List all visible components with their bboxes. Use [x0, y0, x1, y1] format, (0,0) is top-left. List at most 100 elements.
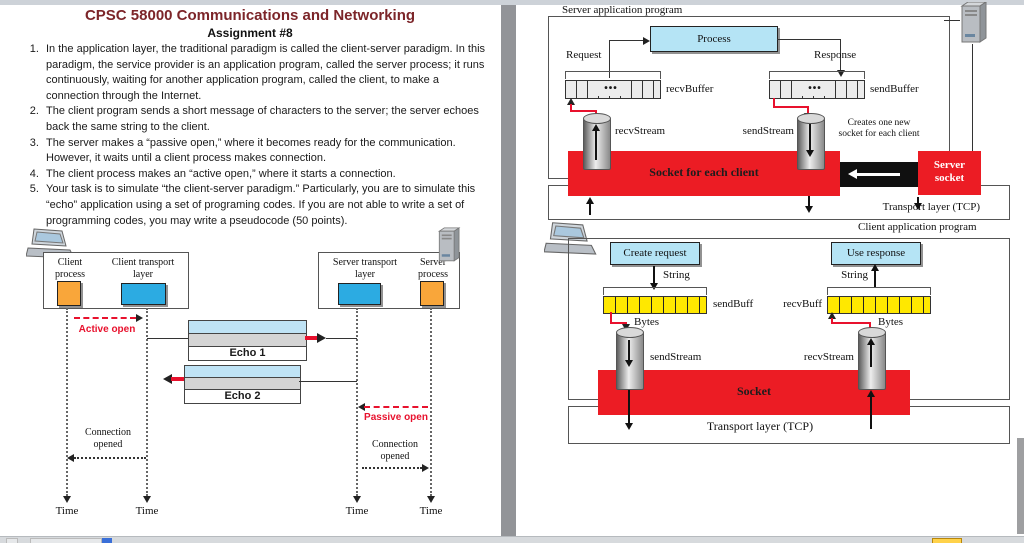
taskbar-highlight-button[interactable]	[932, 538, 962, 543]
socket-down-arrow-shaft	[808, 196, 810, 207]
sendbuff-bracket	[603, 287, 707, 295]
response-arrowhead	[837, 70, 845, 77]
recvstream-label: recvStream	[615, 125, 666, 137]
recvstream-cylinder-top	[858, 327, 886, 338]
bytes-label: Bytes	[634, 316, 660, 328]
server-socket-down-arrowhead	[914, 203, 922, 210]
socket-label: Socket	[737, 384, 771, 398]
echo1-arrowhead	[317, 333, 326, 343]
process-box: Process	[650, 26, 778, 52]
socket-for-each-client-label: Socket for each client	[649, 165, 759, 179]
top-strip	[0, 0, 1024, 5]
time-label: Time	[345, 505, 369, 517]
recvbuff-bracket	[827, 287, 931, 295]
send-red-v1	[773, 98, 775, 108]
timeline-arrowhead	[427, 496, 435, 503]
connection-opened-arrow	[362, 467, 422, 469]
echo2-line-right	[299, 381, 357, 382]
socket-for-each-client-bar: Socket for each client	[568, 151, 840, 196]
active-open-label: Active open	[78, 324, 136, 335]
socket-down-arrowhead	[805, 206, 813, 213]
vertical-scrollbar-thumb[interactable]	[1017, 438, 1024, 534]
client-transport-label: Client transport layer	[111, 257, 175, 280]
recvbuff	[827, 296, 931, 314]
send-red-h	[773, 106, 809, 108]
sendbuff-label: sendBuff	[713, 298, 754, 310]
sendbuff	[603, 296, 707, 314]
echo2-arrowhead	[163, 374, 172, 384]
echo1-packet: Echo 1	[188, 320, 307, 361]
server-transport-box	[338, 283, 381, 305]
string-up-shaft	[874, 271, 876, 287]
active-open-arrow	[74, 317, 136, 319]
recvbuff-red-arrowhead	[828, 312, 836, 319]
laptop-icon	[544, 222, 597, 255]
new-socket-arrowhead	[848, 169, 857, 179]
hscroll-left-button[interactable]	[6, 538, 18, 543]
list-item: The client program sends a short message…	[42, 104, 488, 135]
recvbuff-red-v2	[869, 322, 871, 330]
list-item: Your task is to simulate “the client-ser…	[42, 182, 488, 229]
socket-up-arrow-shaft	[589, 204, 591, 215]
string-label: String	[841, 269, 868, 281]
timeline-server-process	[430, 308, 432, 496]
hscroll-thumb[interactable]	[30, 538, 102, 543]
recv-red-arrowhead	[567, 98, 575, 105]
create-request-box: Create request	[610, 242, 700, 265]
page-title: CPSC 58000 Communications and Networking	[84, 7, 416, 24]
recv-red-h	[570, 110, 597, 112]
echo2-arrow-shaft	[171, 377, 185, 381]
recvbuffer-dots: •••	[597, 81, 625, 96]
client-transport-box	[121, 283, 166, 305]
recvbuffer-label: recvBuffer	[666, 83, 714, 95]
timeline-arrowhead	[63, 496, 71, 503]
recvstream-arrowhead	[867, 338, 875, 345]
recvstream-arrow-shaft	[595, 130, 597, 160]
echo1-line-right	[326, 338, 357, 339]
server-process-box	[420, 281, 444, 306]
sendbuff-red-h	[610, 322, 627, 324]
socket-down-arrowhead	[625, 423, 633, 430]
tower-connector-line	[944, 20, 960, 21]
sendbuffer-bracket	[769, 71, 865, 79]
echo1-label: Echo 1	[229, 347, 266, 359]
recvbuff-red-v1	[831, 318, 833, 324]
request-elbow-h	[609, 40, 645, 41]
request-label: Request	[566, 49, 602, 61]
time-label: Time	[419, 505, 443, 517]
recvstream-arrowhead	[592, 124, 600, 131]
socket-down-shaft	[628, 390, 630, 424]
bottom-bar-blue-marker[interactable]	[102, 538, 112, 543]
recvstream-label: recvStream	[803, 351, 854, 363]
timeline-arrowhead	[143, 496, 151, 503]
sendstream-cylinder-top	[616, 327, 644, 338]
assignment-list[interactable]: In the application layer, the traditiona…	[22, 42, 488, 229]
timeline-client-transport	[146, 308, 148, 496]
recvstream-arrow-shaft	[870, 345, 872, 367]
timeline-client-process	[66, 308, 68, 496]
string-down-arrowhead	[650, 283, 658, 290]
socket-up-arrowhead	[867, 390, 875, 397]
tower-connector-vline	[972, 44, 973, 151]
sendstream-label: sendStream	[742, 125, 794, 137]
request-elbow-v	[609, 40, 610, 78]
sendstream-arrow-shaft	[809, 124, 811, 152]
server-socket-down-shaft	[917, 197, 919, 204]
bytes-label: Bytes	[878, 316, 904, 328]
recv-red-v1	[570, 104, 572, 112]
echo1-arrow-shaft	[305, 336, 318, 340]
time-label: Time	[55, 505, 79, 517]
server-socket-label: Server socket	[933, 159, 966, 184]
sendstream-cylinder-top	[797, 113, 825, 124]
echo2-label: Echo 2	[224, 390, 261, 402]
response-elbow-v	[840, 39, 841, 71]
client-process-box	[57, 281, 81, 306]
recvbuff-red-h	[831, 322, 871, 324]
connection-opened-label: Connection opened	[371, 439, 419, 462]
response-label: Response	[814, 49, 857, 61]
sendstream-arrowhead	[625, 360, 633, 367]
sendstream-arrowhead	[806, 150, 814, 157]
response-elbow-h	[777, 39, 841, 40]
server-tower-icon	[960, 2, 987, 43]
